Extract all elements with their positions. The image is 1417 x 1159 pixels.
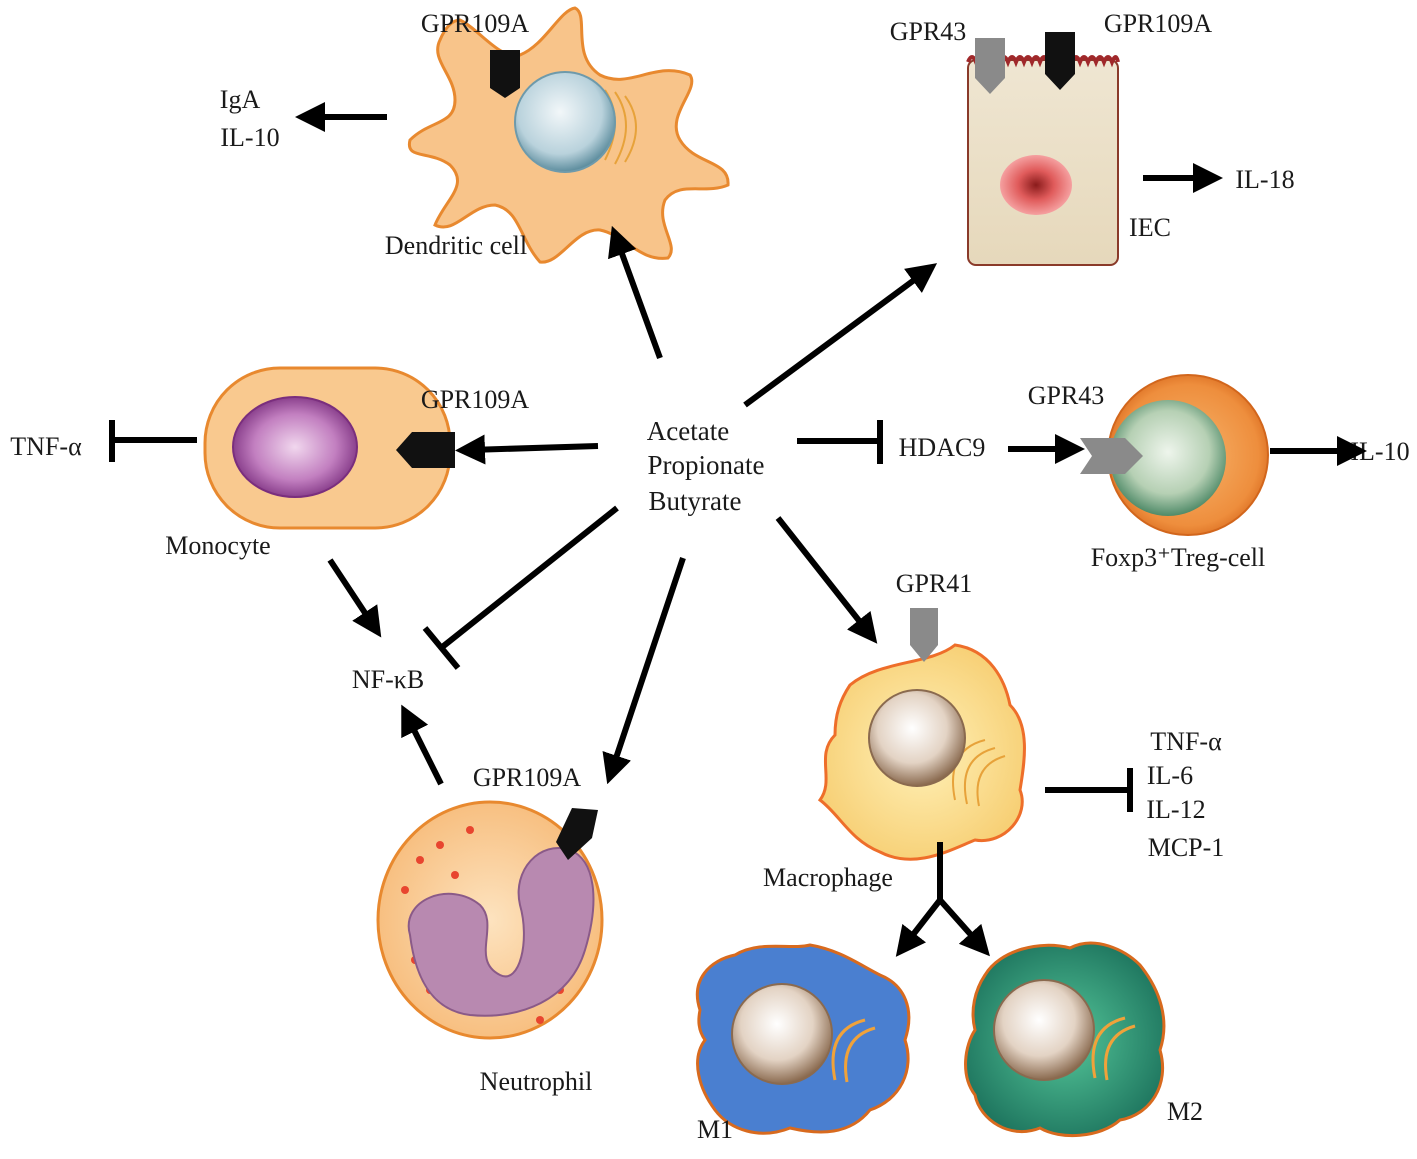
neutrophil-receptor-label: GPR109A bbox=[473, 763, 582, 792]
arrow-neutrophil-to-nfkb bbox=[401, 704, 444, 786]
scfa-butyrate: Butyrate bbox=[649, 486, 742, 516]
macrophage-inhibit-tnf: TNF-α bbox=[1150, 727, 1222, 756]
neutrophil-gpr109a-receptor bbox=[556, 808, 598, 860]
dendritic-cell-label: Dendritic cell bbox=[385, 231, 527, 260]
hdac9-label: HDAC9 bbox=[899, 433, 986, 462]
m1-label: M1 bbox=[697, 1115, 733, 1144]
treg-receptor-label: GPR43 bbox=[1028, 381, 1105, 410]
inhibit-scfa-nfkb bbox=[439, 505, 619, 651]
activation-arrows bbox=[295, 102, 1367, 957]
dendritic-output-il10: IL-10 bbox=[220, 123, 279, 152]
dendritic-nucleus bbox=[514, 71, 616, 173]
treg-cell-label: Foxp3⁺Treg-cell bbox=[1091, 543, 1266, 572]
inhibition-lines bbox=[109, 420, 1133, 812]
iec-receptor-gpr109a-label: GPR109A bbox=[1104, 9, 1213, 38]
scfa-propionate: Propionate bbox=[648, 450, 765, 480]
dendritic-cell bbox=[407, 6, 730, 264]
macrophage-gpr41-receptor bbox=[910, 608, 938, 662]
neutrophil-cell-label: Neutrophil bbox=[480, 1067, 593, 1096]
treg-cell bbox=[1080, 374, 1269, 536]
iec-gpr109a-receptor bbox=[1045, 32, 1075, 90]
monocyte-cell bbox=[203, 366, 455, 530]
arrow-monocyte-to-nfkb bbox=[327, 558, 382, 638]
arrow-macrophage-to-m2 bbox=[937, 898, 990, 957]
monocyte-cell-label: Monocyte bbox=[165, 531, 270, 560]
scfa-acetate: Acetate bbox=[647, 416, 729, 446]
neutrophil-cell bbox=[376, 800, 604, 1040]
m2-cell bbox=[964, 941, 1166, 1138]
macrophage-inhibit-il6: IL-6 bbox=[1147, 761, 1193, 790]
m2-label: M2 bbox=[1167, 1097, 1203, 1126]
iec-nucleus bbox=[1000, 155, 1072, 215]
dendritic-gpr109a-receptor bbox=[490, 50, 520, 98]
arrow-scfa-to-dendritic bbox=[608, 225, 663, 360]
arrow-macrophage-to-m1 bbox=[895, 898, 943, 957]
treg-nucleus bbox=[1110, 400, 1226, 516]
iec-cell-label: IEC bbox=[1129, 213, 1171, 242]
iec-output-il18: IL-18 bbox=[1235, 165, 1294, 194]
iec-gpr43-receptor bbox=[975, 38, 1005, 94]
m2-organelles bbox=[1091, 1016, 1136, 1081]
macrophage-cell bbox=[817, 608, 1026, 861]
macrophage-inhibit-mcp1: MCP-1 bbox=[1148, 833, 1225, 862]
iec-receptor-gpr43-label: GPR43 bbox=[890, 17, 967, 46]
macrophage-inhibit-il12: IL-12 bbox=[1146, 795, 1205, 824]
macrophage-nucleus bbox=[868, 689, 966, 787]
treg-output-il10: IL-10 bbox=[1350, 437, 1409, 466]
macrophage-receptor-label: GPR41 bbox=[896, 569, 973, 598]
m1-nucleus bbox=[731, 983, 833, 1085]
treg-gpr43-receptor bbox=[1080, 438, 1143, 474]
monocyte-receptor-label: GPR109A bbox=[421, 385, 530, 414]
dendritic-output-iga: IgA bbox=[220, 85, 261, 114]
arrow-scfa-to-macrophage bbox=[775, 516, 878, 644]
dendritic-receptor-label: GPR109A bbox=[421, 9, 530, 38]
iec-cell bbox=[966, 32, 1120, 266]
arrow-scfa-to-neutrophil bbox=[602, 557, 686, 785]
nfkb-label: NF-κB bbox=[352, 665, 424, 694]
monocyte-nucleus bbox=[232, 396, 358, 498]
neutrophil-nucleus bbox=[407, 847, 595, 1017]
monocyte-inhibit-tnf: TNF-α bbox=[10, 432, 82, 461]
m1-cell bbox=[695, 943, 911, 1135]
m1-organelles bbox=[831, 1018, 876, 1083]
monocyte-gpr109a-receptor bbox=[396, 432, 455, 468]
arrow-scfa-to-iec bbox=[743, 263, 938, 408]
m2-nucleus bbox=[993, 979, 1095, 1081]
macrophage-cell-label: Macrophage bbox=[763, 863, 893, 892]
arrow-scfa-to-monocyte bbox=[455, 434, 599, 465]
